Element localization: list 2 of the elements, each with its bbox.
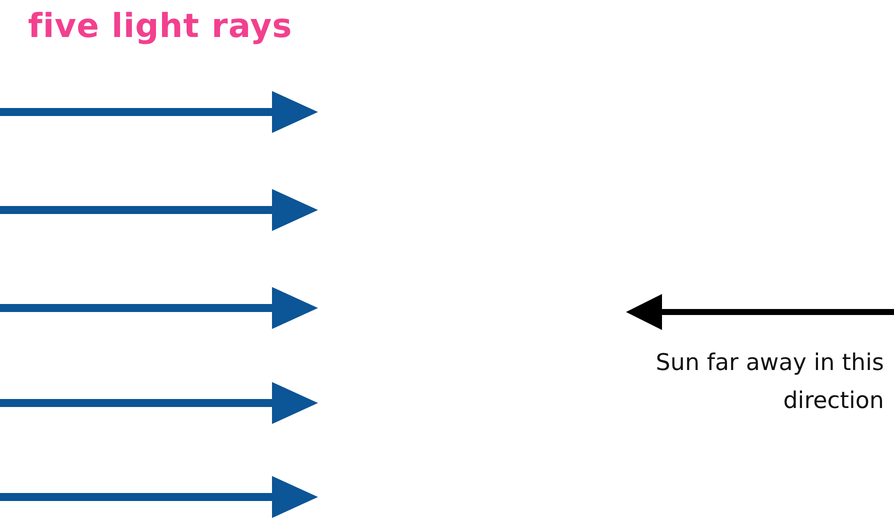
note-text: Sun far away in this direction: [654, 349, 884, 416]
title: five light rays: [28, 6, 292, 45]
